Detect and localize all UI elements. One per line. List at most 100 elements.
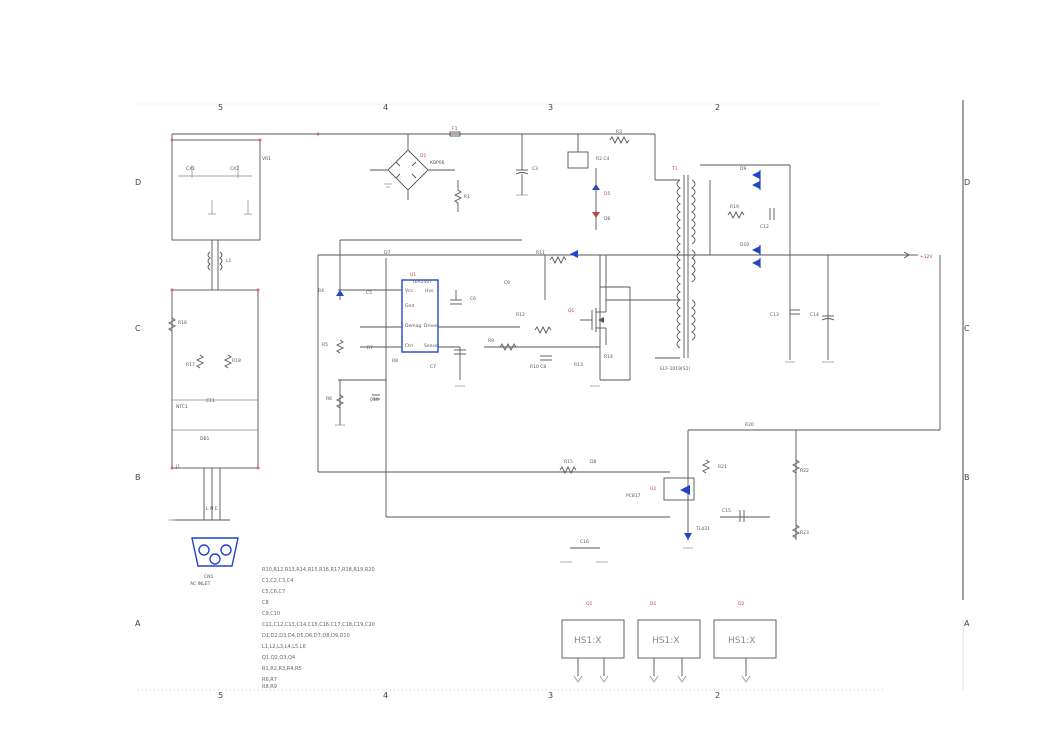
ic-pin: Gnd (405, 303, 414, 309)
column-markers-top: 5 4 3 2 (218, 103, 720, 112)
row-marker: B (964, 473, 970, 482)
opto-part: PC817 (626, 493, 641, 499)
resistor-label: R1 (464, 194, 470, 200)
out-label: C14 (810, 312, 819, 318)
bom-line: C1,C2,C3,C4 (262, 578, 293, 584)
fb-label: R23 (800, 530, 809, 536)
cap-label: C10 (370, 397, 379, 403)
fb-label: TL431 (695, 526, 710, 532)
bom-line: C8 (262, 600, 269, 606)
out-label: C13 (770, 312, 779, 318)
bleeder-resistor: R1 (453, 180, 470, 212)
col-marker: 5 (218, 691, 223, 700)
fb-label: R22 (800, 468, 809, 474)
fb-label: C16 (580, 539, 589, 545)
top-resistor: R3 (609, 129, 630, 145)
transformer-part: ELF-1019(S1) (660, 366, 690, 372)
res-label: R4 (318, 288, 324, 294)
ic-pin: Vcc (405, 288, 414, 294)
fb-label: R20 (745, 422, 754, 428)
bom-line: R1,R2,R3,R4,R5 (262, 666, 302, 672)
input-filter-block: CX1 CX2 VR1 (170, 132, 655, 241)
ic-pin: Driver (424, 323, 438, 329)
res-label: R5 (322, 342, 328, 348)
out-label: D10 (740, 242, 749, 248)
mosfet-label: Q1 (568, 308, 575, 314)
cap-label: C9 (504, 280, 510, 286)
common-mode-choke: L1 (207, 240, 232, 290)
aux-label: C11 (206, 398, 215, 404)
sheet-frame (138, 100, 964, 691)
aux-label: R17 (186, 362, 195, 368)
row-marker: D (964, 178, 970, 187)
bom-line: L1,L2,L3,L4,L5,L6 (262, 644, 306, 650)
output-label: +12V (920, 254, 933, 260)
row-markers-right: D C B A (964, 178, 970, 628)
res-label: R11 (536, 250, 545, 256)
res-label: R13 (574, 362, 583, 368)
fuse: F1 (449, 126, 461, 137)
col-marker: 3 (548, 691, 553, 700)
cap-label: CX1 (186, 166, 195, 172)
res-label: R7 (367, 345, 373, 351)
secondary-output: D9 D10 R19 C12 C13 C14 +12V (688, 164, 941, 431)
col-marker: 5 (218, 103, 223, 112)
res-label: R15 (564, 459, 573, 465)
cap-label: C6 (470, 296, 476, 302)
inlet-label: CN1 (204, 574, 214, 580)
diode-label: D6 (604, 216, 610, 222)
col-marker: 2 (715, 691, 720, 700)
cap-label: C7 (430, 364, 436, 370)
cap-label: C3 (532, 166, 538, 172)
column-markers-bottom: 5 4 3 2 (218, 691, 720, 700)
aux-label: NTC1 (176, 404, 188, 410)
ic-pin: Hvs (425, 288, 434, 294)
res-label: D8 (590, 459, 596, 465)
fb-label: R21 (718, 464, 727, 470)
bom-line: R6,R7 (262, 677, 277, 683)
row-marker: A (135, 619, 141, 628)
choke-label: L1 (226, 258, 232, 264)
ac-inlet: CN1 AC INLET L N E (168, 468, 239, 587)
opto-label: U2 (650, 486, 656, 492)
bulk-capacitor: C3 (515, 134, 538, 196)
bridge-part: KBP06 (430, 160, 445, 166)
row-markers-left: D C B A (135, 178, 141, 628)
heatsink-ref: Q1 (586, 601, 593, 607)
aux-label: R16 (178, 320, 187, 326)
varistor-label: VR1 (262, 156, 271, 162)
bridge-rectifier: D1 KBP06 (370, 134, 455, 200)
aux-label: J1 (175, 464, 180, 470)
heatsink-label: HS1:X (574, 636, 601, 646)
row-marker: C (135, 324, 141, 333)
resistor-label: R3 (616, 129, 622, 135)
mosfet: Q1 (568, 255, 680, 345)
res-label: R6 (326, 396, 332, 402)
bom-line: D1,D2,D3,D4,D5,D6,D7,D8,D9,D10 (262, 633, 350, 639)
heatsink-ref: D1 (650, 601, 656, 607)
row-marker: A (964, 619, 970, 628)
fuse-label: F1 (452, 126, 458, 132)
bridge-label: D1 (420, 153, 426, 159)
bom-line: C9,C10 (262, 611, 280, 617)
feedback-section: U2 PC817 R20 R21 R22 R23 C15 TL431 C16 (560, 422, 809, 563)
ic-part: TEA1507 (411, 279, 432, 285)
bom-line: R8,R9 (262, 684, 277, 690)
res-label: R10 C8 (530, 364, 546, 370)
heatsink-group: Q1 HS1:X D1 HS1:X D2 HS1:X (561, 601, 777, 683)
auxiliary-block: R16 R17 R18 NTC1 C11 DB1 J1 (167, 288, 260, 470)
aux-label: DB1 (200, 436, 210, 442)
bom-line: Q1,Q2,Q3,Q4 (262, 655, 295, 661)
cap-label: C5 (366, 290, 372, 296)
bom-line: C5,C6,C7 (262, 589, 285, 595)
heatsink-label: HS1:X (652, 636, 679, 646)
fb-label: C15 (722, 508, 731, 514)
ic-pin: Sense (424, 343, 438, 349)
inlet-pins: L N E (206, 506, 218, 512)
out-label: D9 (740, 166, 746, 172)
out-label: C12 (760, 224, 769, 230)
bom-notes: R10,R12,R13,R14,R15,R16,R17,R18,R19,R20 … (262, 567, 375, 690)
ic-pin: Demag (405, 323, 421, 329)
